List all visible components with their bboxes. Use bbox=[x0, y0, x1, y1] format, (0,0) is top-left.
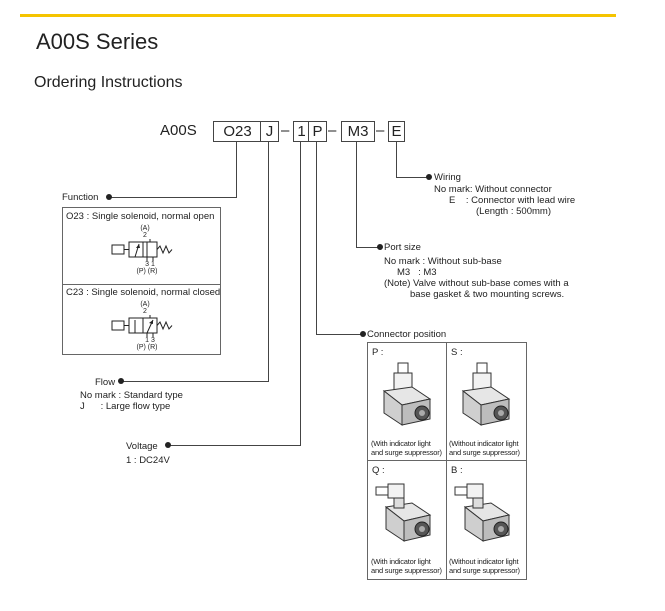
connector-code: Q : bbox=[372, 465, 385, 476]
wiring-option: No mark: Without connector bbox=[434, 184, 552, 195]
connector-caption: (Without indicator light bbox=[449, 439, 519, 448]
leader-line bbox=[356, 142, 357, 248]
port-label: (P) (R) bbox=[136, 268, 158, 275]
valve-symbol-icon bbox=[111, 315, 173, 337]
voltage-label: Voltage bbox=[126, 441, 158, 452]
leader-line bbox=[356, 247, 379, 248]
bullet-dot bbox=[426, 174, 432, 180]
bullet-dot bbox=[118, 378, 124, 384]
port-number: 1 3 bbox=[145, 337, 155, 344]
bullet-dot bbox=[377, 244, 383, 250]
leader-line bbox=[268, 142, 269, 382]
connector-option-b: B : (Without indicator light and surge s… bbox=[447, 461, 526, 579]
voltage-option: 1 : DC24V bbox=[126, 455, 170, 466]
code-box-flow: J bbox=[260, 121, 279, 142]
leader-line bbox=[316, 334, 362, 335]
port-number: 2 bbox=[143, 308, 147, 315]
valve-symbol-icon bbox=[111, 239, 173, 261]
leader-line bbox=[120, 381, 269, 382]
leader-line bbox=[236, 142, 237, 198]
flow-label: Flow bbox=[95, 377, 116, 388]
valve-with-side-connector-icon bbox=[375, 483, 432, 542]
port-size-note: (Note) Valve without sub-base comes with… bbox=[384, 278, 569, 289]
wiring-label: Wiring bbox=[434, 172, 461, 183]
function-option-c23: C23 : Single solenoid, normal closed bbox=[66, 287, 221, 298]
wiring-option: E : Connector with lead wire bbox=[449, 195, 576, 206]
section-heading: Ordering Instructions bbox=[34, 74, 183, 91]
connector-caption: (Without indicator light bbox=[449, 557, 519, 566]
connector-option-p: P : (With indicator light and surge supp… bbox=[368, 343, 446, 460]
code-box-connector: P bbox=[308, 121, 327, 142]
connector-caption: and surge suppressor) bbox=[449, 566, 520, 575]
port-label: (P) (R) bbox=[136, 344, 158, 351]
bullet-dot bbox=[106, 194, 112, 200]
code-box-function: O23 bbox=[213, 121, 262, 142]
port-number: 3 1 bbox=[145, 261, 155, 268]
valve-with-side-connector-icon bbox=[454, 483, 511, 542]
connector-position-grid: P : (With indicator light and surge supp… bbox=[367, 342, 527, 580]
connector-option-q: Q : (With indicator light and surge supp… bbox=[368, 461, 446, 579]
wiring-note: (Length : 500mm) bbox=[476, 206, 551, 217]
page-title: A00S Series bbox=[36, 29, 159, 54]
connector-position-label: Connector position bbox=[367, 329, 447, 340]
code-separator: – bbox=[281, 122, 290, 139]
bullet-dot bbox=[360, 331, 366, 337]
port-size-note: base gasket & two mounting screws. bbox=[410, 289, 565, 300]
model-prefix: A00S bbox=[160, 122, 197, 139]
code-box-port-size: M3 bbox=[341, 121, 375, 142]
code-box-wiring: E bbox=[388, 121, 405, 142]
function-options-panel: O23 : Single solenoid, normal open (A) 2… bbox=[62, 207, 221, 355]
leader-line bbox=[396, 177, 428, 178]
function-option-o23: O23 : Single solenoid, normal open bbox=[66, 211, 215, 222]
connector-option-s: S : (Without indicator light and surge s… bbox=[447, 343, 526, 460]
leader-line bbox=[316, 142, 317, 335]
leader-line bbox=[396, 142, 397, 178]
leader-line bbox=[300, 142, 301, 446]
flow-option-text: J : Large flow type bbox=[80, 401, 171, 412]
code-separator: – bbox=[328, 122, 337, 139]
function-label: Function bbox=[62, 192, 99, 203]
connector-caption: (With indicator light bbox=[371, 439, 431, 448]
code-separator: – bbox=[376, 122, 385, 139]
port-size-label: Port size bbox=[384, 242, 421, 253]
port-label: (A) bbox=[140, 225, 150, 232]
connector-code: B : bbox=[451, 465, 463, 476]
panel-divider bbox=[63, 284, 220, 285]
flow-option: No mark : Standard type bbox=[80, 390, 183, 401]
port-label: (A) bbox=[140, 301, 150, 308]
valve-with-connector-icon bbox=[461, 362, 511, 426]
port-size-option: No mark : Without sub-base bbox=[384, 256, 502, 267]
valve-with-connector-icon bbox=[382, 362, 432, 426]
bullet-dot bbox=[165, 442, 171, 448]
connector-caption: and surge suppressor) bbox=[449, 448, 520, 457]
connector-caption: (With indicator light bbox=[371, 557, 431, 566]
leader-line bbox=[167, 445, 301, 446]
connector-code: S : bbox=[451, 347, 463, 358]
header-accent-bar bbox=[20, 14, 616, 17]
connector-caption: and surge suppressor) bbox=[371, 448, 442, 457]
flow-option: J : Large flow type bbox=[80, 401, 170, 412]
connector-caption: and surge suppressor) bbox=[371, 566, 442, 575]
port-number: 2 bbox=[143, 232, 147, 239]
grid-divider bbox=[446, 343, 447, 579]
connector-code: P : bbox=[372, 347, 384, 358]
leader-line bbox=[108, 197, 237, 198]
port-size-option: M3 : M3 bbox=[397, 267, 437, 278]
grid-divider bbox=[368, 460, 526, 461]
